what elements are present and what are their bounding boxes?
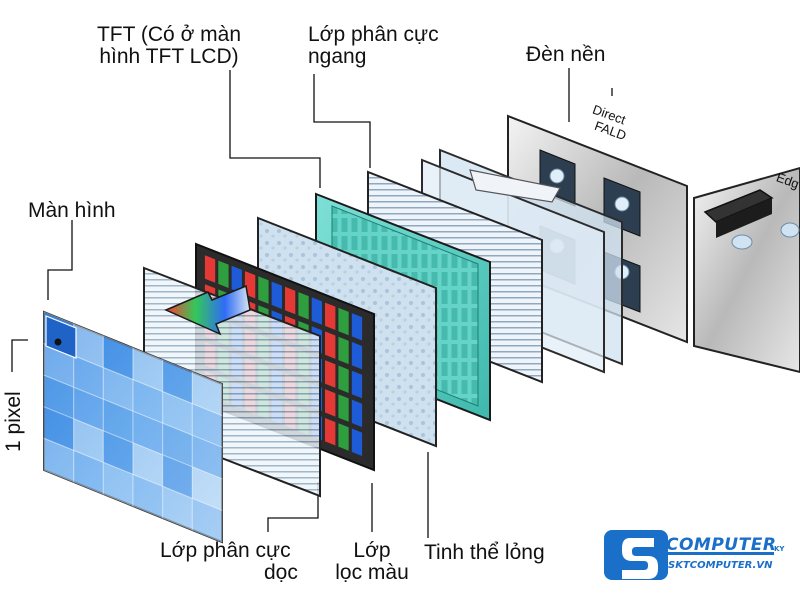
screen-layer bbox=[43, 310, 223, 544]
color-filter-subpixel bbox=[338, 365, 349, 393]
label-color-filter-line2: lọc màu bbox=[335, 561, 409, 584]
logo-suffix: KY bbox=[774, 545, 785, 553]
color-filter-subpixel bbox=[325, 418, 336, 446]
label-one-pixel: 1 pixel bbox=[2, 391, 25, 452]
label-color-filter: Lớp lọc màu bbox=[322, 540, 422, 584]
label-screen: Màn hình bbox=[28, 199, 116, 222]
color-filter-subpixel bbox=[258, 276, 269, 304]
edge-backlight-unit bbox=[693, 166, 800, 374]
label-tft-line2: hình TFT LCD) bbox=[99, 45, 239, 68]
color-filter-subpixel bbox=[325, 389, 336, 417]
label-vertical-polarizer-line2: dọc bbox=[264, 561, 298, 584]
color-filter-subpixel bbox=[271, 281, 282, 309]
color-filter-subpixel bbox=[204, 255, 216, 283]
logo-brand: COMPUTER bbox=[666, 535, 777, 555]
label-liquid-crystal: Tinh thể lỏng bbox=[424, 541, 545, 564]
color-filter-subpixel bbox=[325, 302, 336, 330]
leader-screen bbox=[47, 220, 73, 300]
color-filter-subpixel bbox=[351, 370, 363, 399]
pixel-marker bbox=[54, 338, 62, 346]
label-horizontal-polarizer: Lớp phân cực ngang bbox=[308, 24, 439, 68]
color-filter-subpixel bbox=[351, 341, 363, 370]
color-filter-subpixel bbox=[351, 399, 363, 428]
logo-site: SKTCOMPUTER.VN bbox=[668, 560, 773, 571]
color-filter-subpixel bbox=[231, 265, 242, 294]
sktcomputer-logo bbox=[604, 530, 774, 580]
color-filter-subpixel bbox=[298, 292, 309, 320]
label-horizontal-polarizer-line1: Lớp phân cực bbox=[308, 23, 439, 46]
leader-one-pixel bbox=[11, 339, 28, 372]
leader-vertical-polarizer bbox=[267, 482, 319, 532]
screen-pixel-cell bbox=[191, 497, 223, 543]
color-filter-subpixel bbox=[218, 260, 229, 288]
color-filter-subpixel bbox=[325, 331, 336, 359]
color-filter-subpixel bbox=[325, 360, 336, 388]
leader-horizontal-polarizer bbox=[313, 74, 371, 168]
color-filter-subpixel bbox=[311, 297, 322, 325]
color-filter-subpixel bbox=[285, 286, 296, 315]
color-filter-subpixel bbox=[351, 428, 363, 456]
label-tft: TFT (Có ở màn hình TFT LCD) bbox=[94, 24, 244, 68]
color-filter-subpixel bbox=[351, 313, 363, 341]
label-tft-line1: TFT (Có ở màn bbox=[96, 23, 242, 46]
color-filter-subpixel bbox=[338, 307, 349, 336]
label-horizontal-polarizer-line2: ngang bbox=[308, 45, 367, 68]
color-filter-subpixel bbox=[338, 336, 349, 365]
leader-tft bbox=[229, 70, 321, 188]
label-color-filter-line1: Lớp bbox=[353, 539, 391, 562]
light-arrow bbox=[164, 284, 251, 336]
label-backlight: Đèn nền bbox=[526, 43, 606, 66]
label-vertical-polarizer-line1: Lớp phân cực bbox=[160, 539, 291, 562]
label-vertical-polarizer: Lớp phân cực dọc bbox=[160, 540, 300, 584]
color-filter-subpixel bbox=[338, 394, 349, 422]
leader-lines bbox=[11, 68, 613, 538]
color-filter-subpixel bbox=[338, 423, 349, 451]
